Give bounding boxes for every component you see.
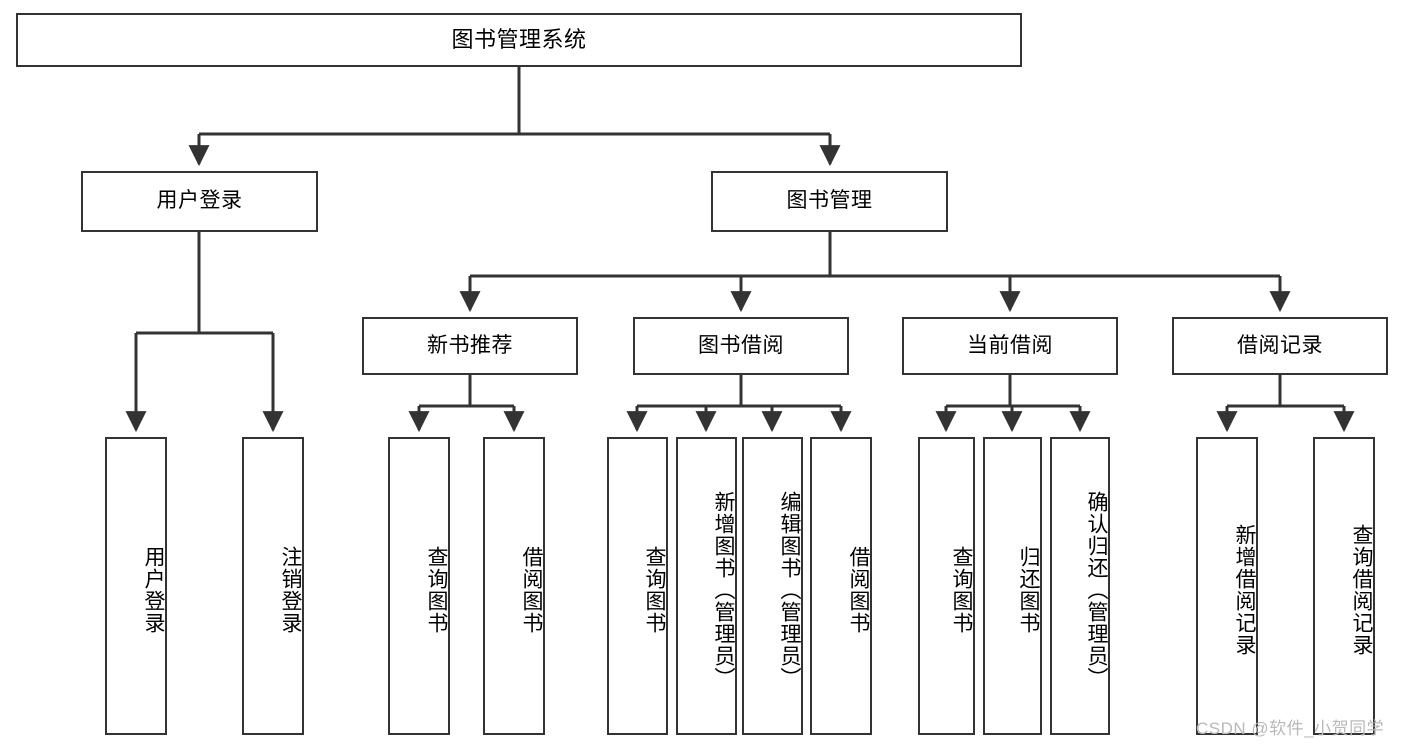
node-user-login[interactable]: 用户登录 [81, 171, 318, 232]
node-borrow-record[interactable]: 借阅记录 [1172, 317, 1388, 375]
leaf-borrow-book-newbook[interactable]: 借阅图书 [483, 437, 545, 735]
node-root[interactable]: 图书管理系统 [16, 13, 1022, 67]
leaf-logout[interactable]: 注销登录 [242, 437, 304, 735]
node-new-book-recommend[interactable]: 新书推荐 [362, 317, 578, 375]
csdn-watermark: CSDN @软件_小贺同学 [1196, 719, 1385, 738]
leaf-confirm-return-admin[interactable]: 确认归还（管理员） [1050, 437, 1110, 735]
leaf-borrow-book[interactable]: 借阅图书 [810, 437, 872, 735]
leaf-add-book-admin[interactable]: 新增图书（管理员） [676, 437, 737, 735]
leaf-query-book-current[interactable]: 查询图书 [918, 437, 975, 735]
leaf-query-book-borrow[interactable]: 查询图书 [607, 437, 668, 735]
leaf-query-book-newbook[interactable]: 查询图书 [388, 437, 450, 735]
leaf-add-borrow-record[interactable]: 新增借阅记录 [1196, 437, 1258, 735]
node-book-borrow[interactable]: 图书借阅 [633, 317, 849, 375]
leaf-user-login[interactable]: 用户登录 [105, 437, 167, 735]
node-book-management[interactable]: 图书管理 [711, 171, 948, 232]
node-current-borrow[interactable]: 当前借阅 [902, 317, 1118, 375]
leaf-return-book[interactable]: 归还图书 [983, 437, 1042, 735]
leaf-edit-book-admin[interactable]: 编辑图书（管理员） [742, 437, 803, 735]
leaf-query-borrow-record[interactable]: 查询借阅记录 [1313, 437, 1375, 735]
